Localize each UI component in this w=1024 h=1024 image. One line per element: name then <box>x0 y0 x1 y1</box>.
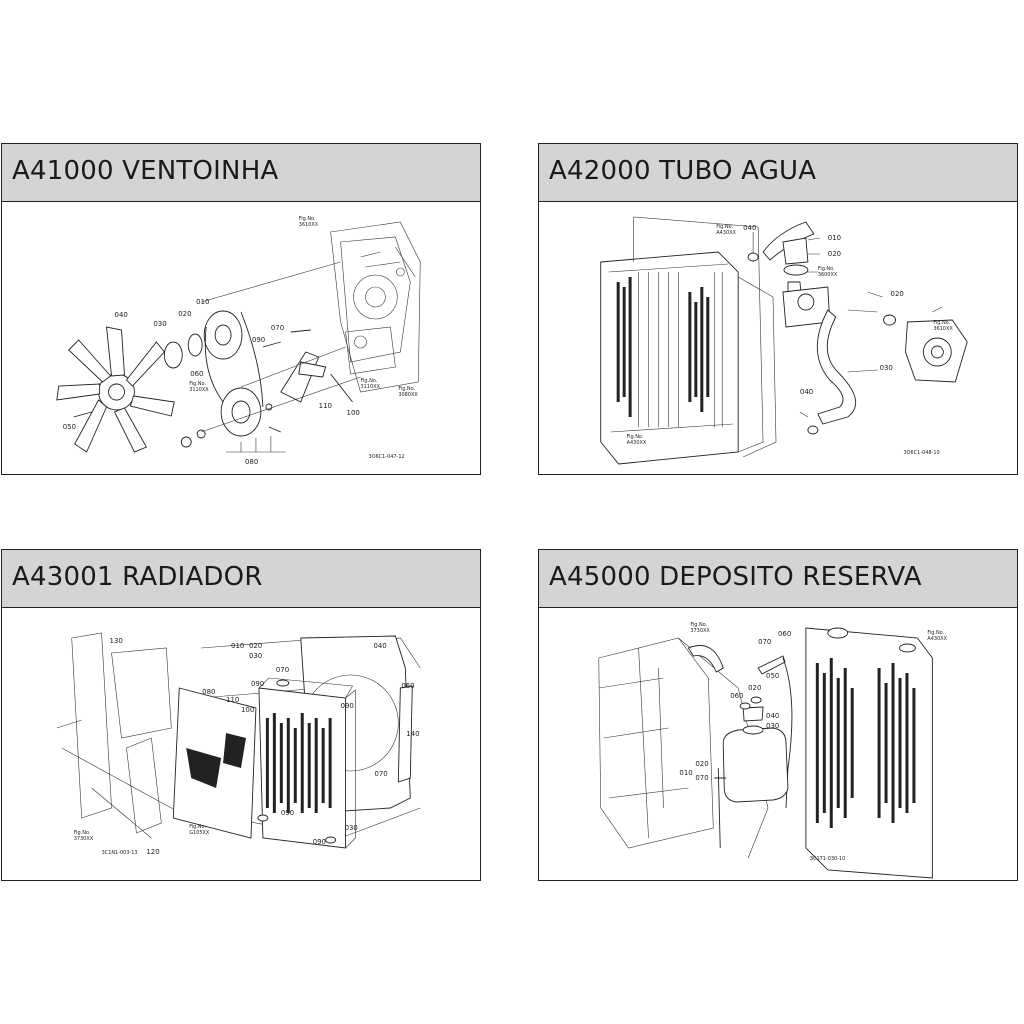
part-label: 090 <box>281 809 294 817</box>
part-label: 050 <box>766 672 779 680</box>
fig-ref: Fig.No.3610XX <box>299 216 319 228</box>
part-label: 040 <box>115 311 128 319</box>
card-header: A45000 DEPOSITO RESERVA <box>539 550 1017 608</box>
part-label: 030 <box>766 722 779 730</box>
part-label: 070 <box>271 324 284 332</box>
fig-ref: Fig.No.A430XX <box>716 224 736 236</box>
part-label: 050 <box>63 423 76 431</box>
part-label: 090 <box>252 336 265 344</box>
exploded-diagram-water-pipe: 010 020 020 030 040 040 Fig.No.A430XX Fi… <box>539 202 1017 474</box>
part-label: 040 <box>766 712 779 720</box>
part-label: 060 <box>730 692 743 700</box>
drawing-code: 3C171-030-10 <box>810 856 845 862</box>
fig-ref: Fig.No.3730XX <box>74 830 94 842</box>
part-label: 110 <box>319 402 332 410</box>
card-title: A43001 RADIADOR <box>12 562 263 592</box>
part-label: 020 <box>178 310 191 318</box>
card-title: A45000 DEPOSITO RESERVA <box>549 562 922 592</box>
card-title: A41000 VENTOINHA <box>12 156 279 186</box>
card-radiador[interactable]: A43001 RADIADOR <box>1 549 481 881</box>
card-title: A42000 TUBO AGUA <box>549 156 817 186</box>
part-label: 090 <box>341 702 354 710</box>
fig-ref: Fig.No.A430XX <box>927 630 947 642</box>
part-label: 010 <box>679 769 692 777</box>
part-label: 070 <box>374 770 387 778</box>
fig-ref: Fig.No.3080XX <box>398 386 418 398</box>
part-label: 040 <box>743 224 756 232</box>
drawing-code: 3O6C1-047-12 <box>368 454 404 460</box>
part-label: 020 <box>249 642 262 650</box>
fig-ref: Fig.No.3110XX <box>361 378 381 390</box>
card-tubo-agua[interactable]: A42000 TUBO AGUA <box>538 143 1018 475</box>
part-label: 020 <box>828 250 841 258</box>
exploded-diagram-radiator: 130 010 020 030 040 060 070 080 090 100 … <box>2 608 480 880</box>
fig-ref: Fig.No.3110XX <box>189 381 209 393</box>
part-label: 020 <box>748 684 761 692</box>
part-label: 130 <box>110 637 123 645</box>
part-label: 070 <box>276 666 289 674</box>
drawing-code: 3C1N1-003-13 <box>102 850 138 856</box>
card-header: A42000 TUBO AGUA <box>539 144 1017 202</box>
part-label: 140 <box>406 730 419 738</box>
part-label: 010 <box>231 642 244 650</box>
part-label: 020 <box>891 290 904 298</box>
part-label: 080 <box>245 458 258 466</box>
part-label: 070 <box>758 638 771 646</box>
part-label: 060 <box>778 630 791 638</box>
part-label: 070 <box>695 774 708 782</box>
part-label: 030 <box>880 364 893 372</box>
part-label: 040 <box>373 642 386 650</box>
part-label: 030 <box>345 824 358 832</box>
part-label: 090 <box>251 680 264 688</box>
part-label: 030 <box>153 320 166 328</box>
exploded-diagram-reserve-tank: 060 070 060 050 020 040 030 010 020 070 … <box>539 608 1017 880</box>
part-label: 040 <box>800 388 813 396</box>
card-ventoinha[interactable]: A41000 VENTOINHA <box>1 143 481 475</box>
part-label: 060 <box>190 370 203 378</box>
drawing-code: 3O6C1-048-10 <box>903 450 939 456</box>
part-label: 080 <box>202 688 215 696</box>
fig-ref: Fig.No.A430XX <box>627 434 647 446</box>
part-label: 010 <box>828 234 841 242</box>
part-label: 030 <box>249 652 262 660</box>
fig-ref: Fig.No.3610XX <box>933 320 953 332</box>
part-label: 010 <box>196 298 209 306</box>
card-deposito-reserva[interactable]: A45000 DEPOSITO RESERVA <box>538 549 1018 881</box>
fig-ref: Fig.No.3600XX <box>818 266 838 278</box>
card-header: A43001 RADIADOR <box>2 550 480 608</box>
part-label: 110 <box>226 696 239 704</box>
fig-ref: Fig.No.G105XX <box>189 824 210 836</box>
exploded-diagram-fan: 010 020 030 040 050 060 070 080 090 100 … <box>2 202 480 474</box>
fig-ref: Fig.No.3730XX <box>690 622 710 634</box>
part-label: 100 <box>241 706 254 714</box>
card-header: A41000 VENTOINHA <box>2 144 480 202</box>
part-label: 090 <box>313 838 326 846</box>
part-label: 020 <box>695 760 708 768</box>
part-label: 100 <box>347 409 360 417</box>
part-label: 120 <box>146 848 159 856</box>
part-label: 060 <box>401 682 414 690</box>
